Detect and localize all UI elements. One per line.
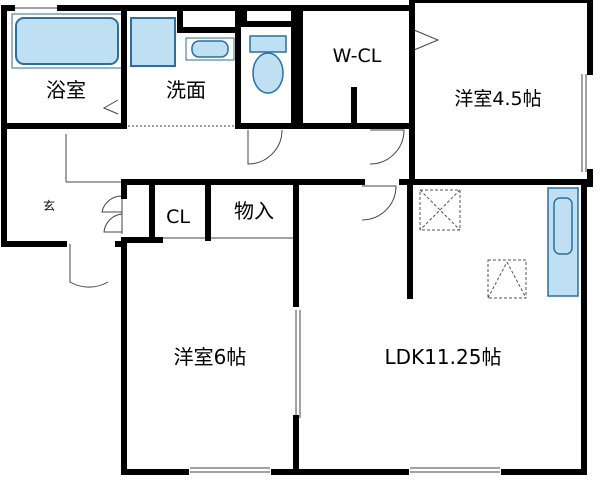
label-walk-in-closet: W-CL	[333, 45, 382, 67]
toilet-tank-icon	[249, 35, 287, 53]
door-hall-1	[247, 129, 283, 165]
door-bath	[102, 99, 119, 115]
label-bathroom: 浴室	[46, 78, 86, 102]
refrigerator-space-icon	[419, 189, 461, 231]
door-ldk	[361, 185, 397, 221]
sink-icon	[130, 17, 176, 67]
door-entrance-side	[101, 195, 123, 213]
appliance-spaces	[419, 189, 527, 299]
appliance-space-icon	[487, 259, 527, 299]
label-storage: 物入	[234, 199, 274, 223]
room-labels: 浴室 洗面 W-CL 洋室4.5帖 玄 CL 物入 洋室6帖 LDK11.25帖	[43, 45, 542, 369]
bathtub-icon	[15, 17, 119, 65]
door-entrance	[69, 244, 109, 288]
label-entrance: 玄	[43, 198, 55, 213]
walls	[1, 0, 593, 475]
stove-icon	[553, 197, 573, 255]
door-swings	[69, 29, 440, 288]
label-washroom: 洗面	[166, 78, 206, 102]
label-western-room-large: 洋室6帖	[174, 345, 247, 369]
label-ldk: LDK11.25帖	[385, 345, 502, 369]
label-western-room-small: 洋室4.5帖	[454, 88, 541, 110]
door-entrance-side-2	[103, 213, 123, 233]
label-closet: CL	[166, 206, 190, 228]
wash-basin-icon	[191, 40, 229, 58]
toilet-icon	[252, 52, 284, 94]
door-wcl	[413, 29, 440, 51]
door-hall-2	[369, 129, 405, 165]
fixtures	[11, 13, 579, 297]
